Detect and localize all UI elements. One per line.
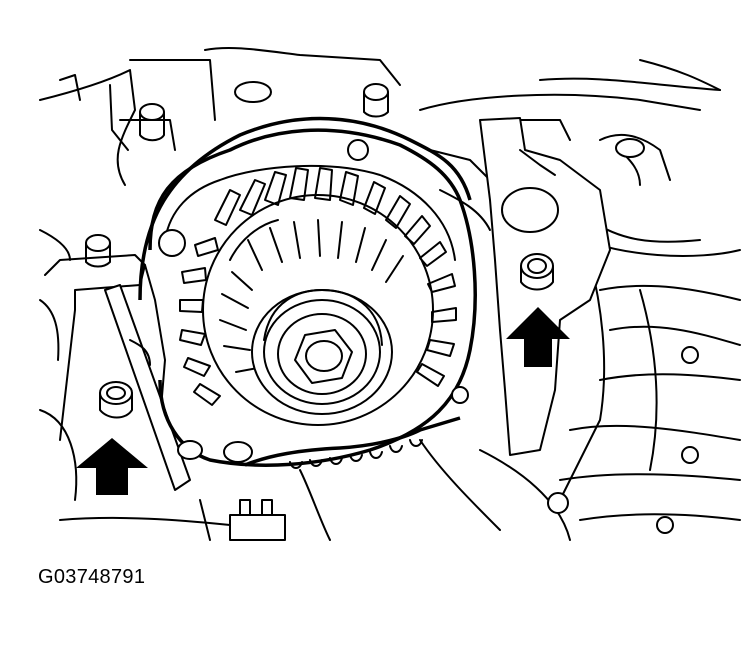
pulley-nut [294, 329, 353, 384]
belt-edge [244, 416, 461, 469]
figure-code: G03748791 [38, 566, 146, 588]
right-mounting-bracket [479, 117, 611, 456]
alternator-pulley [251, 289, 393, 415]
cooling-fins [179, 167, 457, 406]
upper-mount-bolt [520, 253, 554, 291]
alternator-diagram [39, 46, 741, 541]
up-arrow-icon [506, 307, 570, 367]
up-arrow-icon [76, 438, 148, 495]
background-fasteners [85, 81, 699, 534]
lower-mount-bolt [99, 381, 133, 419]
alternator-body [138, 116, 477, 467]
